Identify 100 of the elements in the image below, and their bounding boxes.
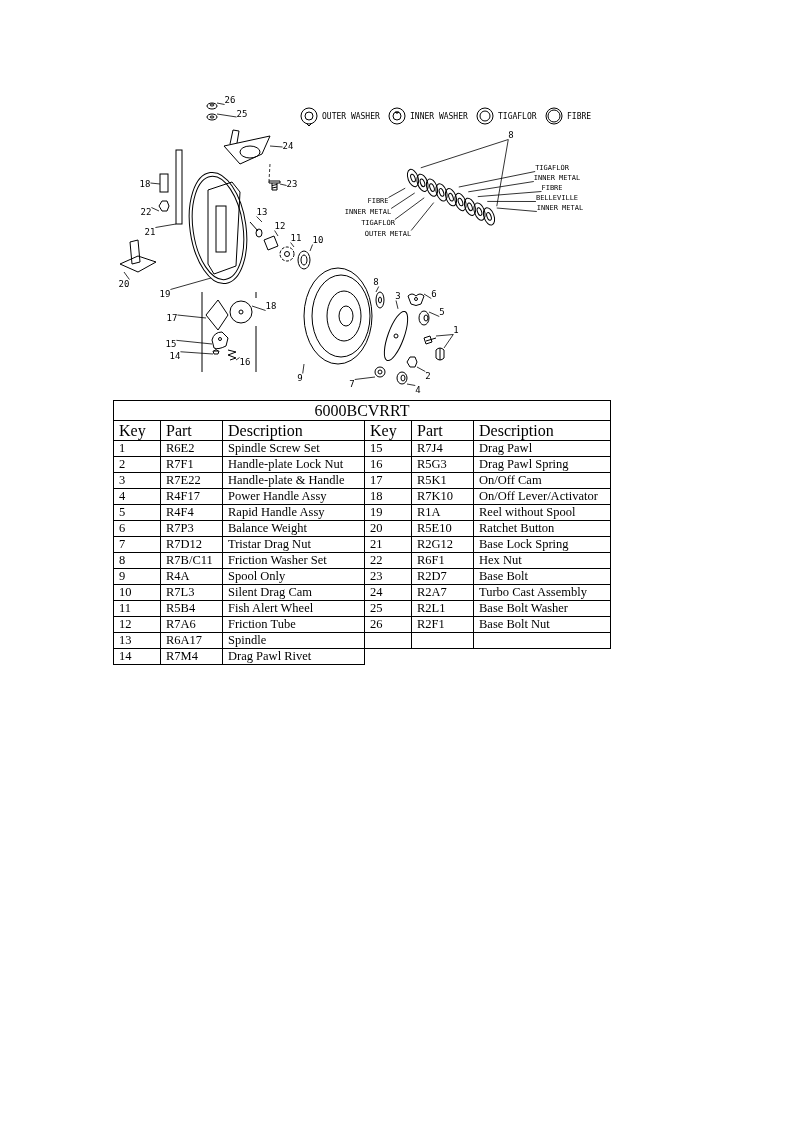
tube-drawing (263, 235, 279, 251)
part-code: R2F1 (411, 616, 474, 633)
key-number: 25 (364, 600, 412, 617)
part-description: Handle-plate Lock Nut (222, 456, 365, 473)
spring-drawing (175, 149, 183, 225)
callout-number: 16 (239, 357, 251, 367)
leader-line (406, 383, 416, 386)
part-code: R7L3 (160, 584, 223, 601)
key-number: 20 (364, 520, 412, 537)
leader-line (176, 339, 213, 345)
leader-line (458, 171, 536, 188)
knob-drawing (418, 310, 430, 326)
part-description: Base Lock Spring (473, 536, 611, 553)
washer-drawing (425, 178, 439, 197)
leader-line (435, 334, 454, 337)
callout-number: 20 (118, 279, 130, 289)
leader-line (423, 293, 432, 299)
leader-line (302, 363, 305, 374)
leader-line (151, 207, 160, 212)
cover-drawing (223, 129, 271, 165)
leader-line (443, 334, 454, 349)
part-code: R7B/C11 (160, 552, 223, 569)
leader-line (150, 182, 161, 185)
leader-line (170, 277, 212, 290)
lever-drawing (229, 300, 253, 324)
spindle-drawing (249, 221, 263, 238)
key-number: 3 (113, 472, 161, 489)
washer-drawing (206, 113, 218, 121)
leader-line (428, 311, 440, 317)
leader-line (269, 145, 283, 148)
callout-number: 8 (508, 130, 514, 140)
part-description: Spindle Screw Set (222, 440, 365, 457)
column-header: Description (473, 420, 611, 441)
part-code: R2G12 (411, 536, 474, 553)
legend-label: OUTER WASHER (322, 113, 380, 121)
column-header: Description (222, 420, 365, 441)
leader-line (496, 139, 509, 207)
column-header: Part (411, 420, 474, 441)
leader-line (416, 366, 426, 372)
washer-drawing (375, 291, 385, 309)
part-description: Spindle (222, 632, 365, 649)
part-description: Drag Pawl Spring (473, 456, 611, 473)
leader-line (251, 305, 266, 311)
spring-drawing (227, 349, 237, 361)
nut-drawing (206, 102, 218, 110)
key-number: 4 (113, 488, 161, 505)
leader-line (467, 181, 535, 193)
washer-drawing (416, 173, 429, 192)
callout-number: 22 (140, 207, 152, 217)
key-number: 12 (113, 616, 161, 633)
part-code: R5G3 (411, 456, 474, 473)
leader-line (354, 376, 376, 380)
part-description: Silent Drag Cam (222, 584, 365, 601)
part-code: R5E10 (411, 520, 474, 537)
leader-line (395, 300, 399, 310)
part-description: Balance Weight (222, 520, 365, 537)
callout-number: 3 (395, 291, 401, 301)
leader-line (177, 314, 207, 319)
part-description: Friction Tube (222, 616, 365, 633)
callout-number: 1 (453, 325, 459, 335)
leader-line (216, 102, 225, 105)
leader-line (235, 357, 240, 361)
callout-number: 7 (349, 379, 355, 389)
callout-number: 25 (236, 109, 248, 119)
key-number: 15 (364, 440, 412, 457)
legend-label: TIGAFLOR (498, 113, 537, 121)
part-description: Reel without Spool (473, 504, 611, 521)
part-description: On/Off Lever/Activator (473, 488, 611, 505)
key-number: 1 (113, 440, 161, 457)
part-description: Spool Only (222, 568, 365, 585)
leader-line (309, 244, 313, 252)
button-drawing (119, 239, 157, 273)
leader-line (155, 223, 177, 228)
part-code: R2L1 (411, 600, 474, 617)
key-number: 13 (113, 632, 161, 649)
nut-drawing (406, 356, 418, 368)
rivet-drawing (212, 349, 220, 355)
callout-number: 18 (265, 301, 277, 311)
key-number: 22 (364, 552, 412, 569)
key-number: 11 (113, 600, 161, 617)
leader-line (216, 113, 237, 118)
callout-number: 24 (282, 141, 294, 151)
key-number: 6 (113, 520, 161, 537)
knob-drawing (396, 371, 408, 385)
leader-line (420, 139, 509, 169)
key-number: 17 (364, 472, 412, 489)
part-code: R7F1 (160, 456, 223, 473)
leader-line (496, 207, 538, 212)
part-description: Hex Nut (473, 552, 611, 569)
part-code: R6A17 (160, 632, 223, 649)
gear-wheel-drawing (279, 246, 295, 262)
screw-drawing (423, 335, 437, 345)
assembly-line (268, 163, 271, 182)
leader-line (274, 230, 279, 237)
key-number: 26 (364, 616, 412, 633)
key-number: 7 (113, 536, 161, 553)
key-number: 2 (113, 456, 161, 473)
part-code: R6F1 (411, 552, 474, 569)
callout-number: 23 (286, 179, 298, 189)
part-code: R2D7 (411, 568, 474, 585)
